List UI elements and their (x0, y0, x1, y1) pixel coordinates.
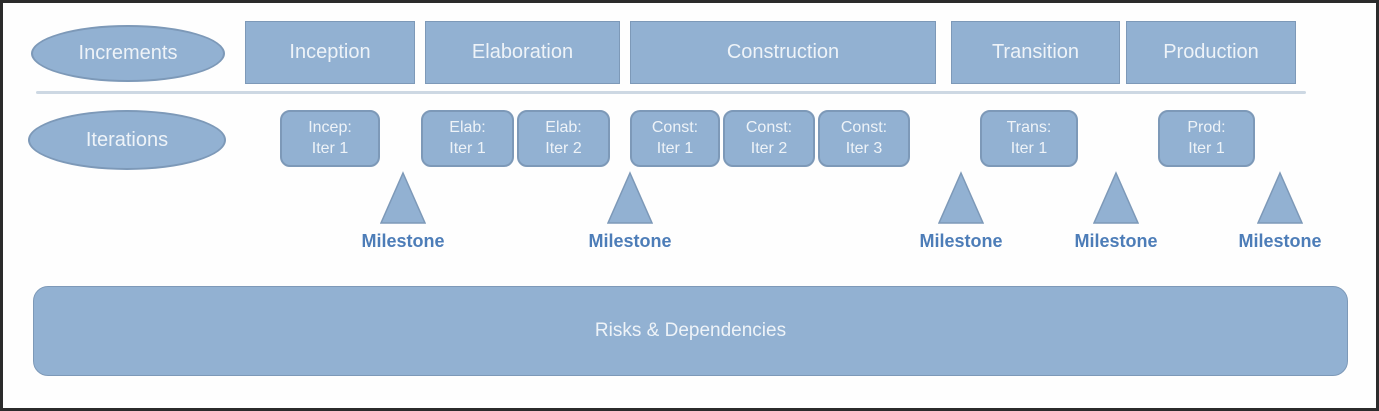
milestone-triangle-icon (380, 171, 426, 224)
increments-row-ellipse: Increments (31, 25, 225, 82)
milestone-label: Milestone (1074, 231, 1158, 251)
milestone-triangle-icon (1257, 171, 1303, 224)
iteration-line2: Iter 1 (449, 139, 486, 157)
iteration-line1: Const: (651, 118, 699, 136)
phase-box-production: Production (1126, 21, 1296, 84)
iteration-box-const-1: Const: Iter 1 (630, 110, 720, 167)
milestone-4: Milestone (1056, 171, 1176, 252)
iteration-line1: Const: (840, 118, 888, 136)
milestone-label: Milestone (919, 231, 1003, 251)
iteration-line2: Iter 2 (750, 139, 788, 157)
iteration-box-elab-2: Elab: Iter 2 (517, 110, 610, 167)
iteration-line1: Incep: (308, 118, 352, 136)
milestone-5: Milestone (1220, 171, 1340, 252)
iteration-box-const-2: Const: Iter 2 (723, 110, 815, 167)
iteration-box-const-3: Const: Iter 3 (818, 110, 910, 167)
risks-dependencies-label: Risks & Dependencies (594, 320, 787, 341)
phase-box-transition: Transition (951, 21, 1120, 84)
iteration-box-elab-1: Elab: Iter 1 (421, 110, 514, 167)
iteration-line2: Iter 1 (1010, 139, 1048, 157)
milestone-2: Milestone (570, 171, 690, 252)
iteration-line2: Iter 1 (1188, 139, 1225, 157)
milestone-label: Milestone (361, 231, 445, 251)
increments-row-label: Increments (78, 42, 178, 64)
milestone-label: Milestone (1238, 231, 1322, 251)
phase-label: Transition (991, 41, 1080, 63)
phase-label: Elaboration (471, 41, 574, 63)
phase-box-construction: Construction (630, 21, 936, 84)
phase-box-inception: Inception (245, 21, 415, 84)
iterations-row-ellipse: Iterations (28, 110, 226, 170)
iteration-line1: Elab: (545, 118, 582, 136)
milestone-triangle-icon (607, 171, 653, 224)
phase-label: Construction (726, 41, 840, 63)
milestone-label: Milestone (588, 231, 672, 251)
iteration-box-prod-1: Prod: Iter 1 (1158, 110, 1255, 167)
phase-box-elaboration: Elaboration (425, 21, 620, 84)
phase-label: Inception (289, 41, 371, 63)
iteration-line1: Const: (745, 118, 793, 136)
iteration-box-trans-1: Trans: Iter 1 (980, 110, 1078, 167)
milestone-1: Milestone (343, 171, 463, 252)
risks-dependencies-bar: Risks & Dependencies (33, 286, 1348, 376)
iteration-line2: Iter 1 (656, 139, 694, 157)
iteration-line1: Trans: (1006, 118, 1052, 136)
milestone-3: Milestone (901, 171, 1021, 252)
phase-label: Production (1163, 41, 1259, 63)
iteration-line2: Iter 2 (545, 139, 582, 157)
iteration-box-incep-1: Incep: Iter 1 (280, 110, 380, 167)
iteration-line2: Iter 1 (311, 139, 349, 157)
iteration-line1: Elab: (449, 118, 486, 136)
row-divider-line (36, 91, 1306, 94)
milestone-triangle-icon (938, 171, 984, 224)
milestone-triangle-icon (1093, 171, 1139, 224)
iteration-line2: Iter 3 (845, 139, 883, 157)
iterations-row-label: Iterations (85, 128, 169, 151)
iteration-line1: Prod: (1187, 118, 1226, 136)
